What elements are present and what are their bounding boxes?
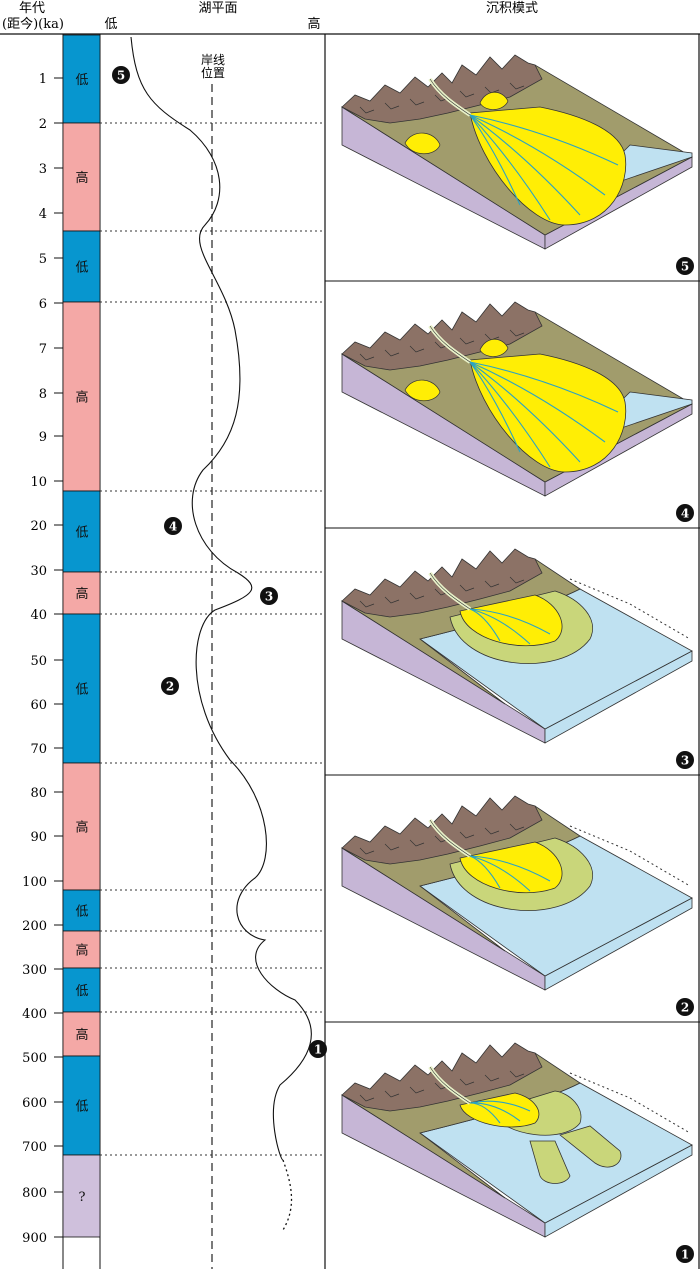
level-band-high xyxy=(62,1011,101,1057)
sedimentary-model-title: 沉积模式 xyxy=(486,1,538,16)
age-tick-label: 70 xyxy=(30,742,47,757)
level-band-low xyxy=(62,613,101,764)
level-band-label: 高 xyxy=(75,390,88,406)
svg-text:5: 5 xyxy=(117,69,125,83)
age-axis: 1 2 3 4 5 6 7 8 9 10 20 30 40 50 60 70 80 90 100 200 300 400 5… xyxy=(22,72,63,1246)
age-tick-label: 80 xyxy=(30,786,47,801)
panel-number-2: 2 xyxy=(676,998,694,1016)
level-band-high xyxy=(62,122,101,232)
shoreline-position: 岸线 位置 xyxy=(196,50,230,1269)
age-tick-label: 90 xyxy=(30,830,47,845)
age-tick-label: 6 xyxy=(39,297,47,312)
svg-text:2: 2 xyxy=(681,1001,689,1015)
svg-text:1: 1 xyxy=(681,1248,689,1262)
age-tick-label: 600 xyxy=(22,1096,47,1111)
svg-text:4: 4 xyxy=(681,507,689,521)
block-diagram-stage-4: 4 xyxy=(340,301,694,522)
age-tick-label: 50 xyxy=(30,654,47,669)
age-tick-label: 10 xyxy=(30,475,47,490)
level-band-high xyxy=(62,301,101,492)
panel-number-1: 1 xyxy=(676,1245,694,1263)
age-tick-label: 400 xyxy=(22,1007,47,1022)
level-band-label: ? xyxy=(79,1190,86,1205)
panel-number-4: 4 xyxy=(676,504,694,522)
stage-marker-4: 4 xyxy=(164,517,182,535)
age-tick-label: 500 xyxy=(22,1051,47,1066)
level-band-unknown xyxy=(62,1154,101,1238)
level-band-low xyxy=(62,1055,101,1156)
level-band-label: 低 xyxy=(75,683,88,698)
level-band-label: 高 xyxy=(75,943,88,959)
svg-text:1: 1 xyxy=(314,1043,322,1057)
svg-text:3: 3 xyxy=(681,754,689,768)
age-tick-label: 700 xyxy=(22,1140,47,1155)
age-tick-label: 9 xyxy=(39,430,47,445)
age-tick-label: 300 xyxy=(22,963,47,978)
level-band-label: 高 xyxy=(75,586,88,602)
panel-number-3: 3 xyxy=(676,751,694,769)
block-diagram-stage-3: 3 xyxy=(340,548,694,769)
shoreline-label-line2: 位置 xyxy=(201,65,225,80)
level-band-low xyxy=(62,34,101,124)
level-band-label: 低 xyxy=(75,905,88,920)
level-band-label: 低 xyxy=(75,1100,88,1115)
block-diagram-stage-1: 1 xyxy=(340,1042,694,1263)
stage-marker-5: 5 xyxy=(112,66,130,84)
age-tick-label: 800 xyxy=(22,1186,47,1201)
level-band-low xyxy=(62,490,101,573)
lake-level-high-label: 高 xyxy=(307,16,320,32)
level-band-high xyxy=(62,571,101,615)
age-tick-label: 5 xyxy=(39,252,47,267)
header: 年代 (距今)(ka) 湖平面 低 高 沉积模式 xyxy=(2,1,538,32)
level-band-low xyxy=(62,889,101,932)
lake-level-curve-dotted xyxy=(282,1159,293,1231)
age-tick-label: 20 xyxy=(30,519,47,534)
level-band-label: 高 xyxy=(75,820,88,836)
level-band-label: 高 xyxy=(75,1027,88,1043)
block-diagram-stage-5: 5 xyxy=(340,54,694,275)
lake-level-low-label: 低 xyxy=(104,17,117,32)
level-band-high xyxy=(62,762,101,891)
sedimentary-model-panels: 5 4 3 2 1 xyxy=(340,54,694,1263)
age-tick-label: 4 xyxy=(39,207,47,222)
age-tick-label: 100 xyxy=(22,875,47,890)
svg-text:4: 4 xyxy=(169,520,177,534)
age-tick-label: 3 xyxy=(39,162,47,177)
stage-marker-3: 3 xyxy=(260,587,278,605)
stage-marker-2: 2 xyxy=(161,677,179,695)
lake-level-title: 湖平面 xyxy=(198,1,237,16)
age-tick-label: 8 xyxy=(39,387,47,402)
lake-level-curve xyxy=(130,36,312,1231)
level-band-label: 低 xyxy=(75,73,88,88)
age-tick-label: 2 xyxy=(39,117,47,132)
block-diagram-stage-2: 2 xyxy=(340,795,694,1016)
svg-text:5: 5 xyxy=(681,260,689,274)
age-tick-label: 40 xyxy=(30,608,47,623)
svg-text:2: 2 xyxy=(166,680,174,694)
level-band-low xyxy=(62,230,101,303)
panel-number-5: 5 xyxy=(676,257,694,275)
age-tick-label: 7 xyxy=(39,342,47,357)
age-tick-label: 200 xyxy=(22,919,47,934)
age-tick-label: 1 xyxy=(39,72,47,87)
age-tick-label: 30 xyxy=(30,564,47,579)
age-tick-label: 900 xyxy=(22,1231,47,1246)
level-band-label: 低 xyxy=(75,261,88,276)
level-band-label: 低 xyxy=(75,526,88,541)
level-band-label: 低 xyxy=(75,984,88,999)
stage-markers: 5 4 3 2 1 xyxy=(112,66,327,1058)
lake-level-curve-solid xyxy=(130,36,312,1161)
shoreline-label-line1: 岸线 xyxy=(201,53,225,67)
age-tick-label: 60 xyxy=(30,698,47,713)
age-label-line2: (距今)(ka) xyxy=(2,16,64,32)
age-label-line1: 年代 xyxy=(19,1,45,16)
svg-text:3: 3 xyxy=(265,590,273,604)
level-band-label: 高 xyxy=(75,170,88,186)
stage-marker-1: 1 xyxy=(309,1040,327,1058)
level-band-high xyxy=(62,930,101,969)
